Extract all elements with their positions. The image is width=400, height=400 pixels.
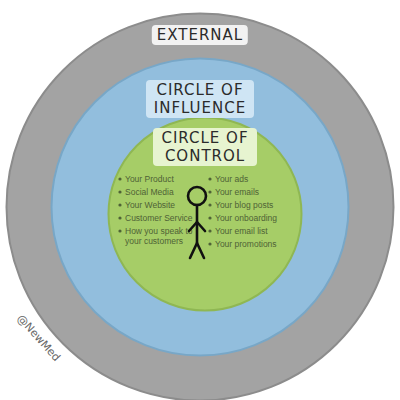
bullet-item: Your ads [215, 174, 248, 184]
bullet-item: Your onboarding [215, 213, 277, 223]
bullet-item: Social Media [125, 187, 193, 197]
circle-heading: EXTERNAL [152, 25, 248, 45]
bullet-item: Your promotions [215, 239, 277, 249]
bullet-item: Your Website [125, 200, 193, 210]
bullet-item: Your emails [215, 187, 259, 197]
control-circle: CIRCLE OF CONTROL Your ProductSocial Medi… [107, 116, 303, 312]
circle-heading: CIRCLE OF INFLUENCE [146, 80, 254, 118]
bullet-item: Your blog posts [215, 200, 273, 210]
bullet-item: Your Product [125, 174, 193, 184]
bullet-item: Your email list [215, 226, 268, 236]
circle-heading: CIRCLE OF CONTROL [153, 128, 257, 166]
bullet-item: How you speak to your customers [125, 226, 193, 246]
circle-fill [52, 59, 349, 356]
circle-fill [7, 14, 394, 400]
influence-circle: CIRCLE OF CONTROL Your ProductSocial Medi… [50, 57, 350, 357]
external-circle: CIRCLE OF CONTROL Your ProductSocial Medi… [5, 12, 395, 400]
circle-fill [109, 118, 302, 311]
bullet-item: Customer Service [125, 213, 193, 223]
